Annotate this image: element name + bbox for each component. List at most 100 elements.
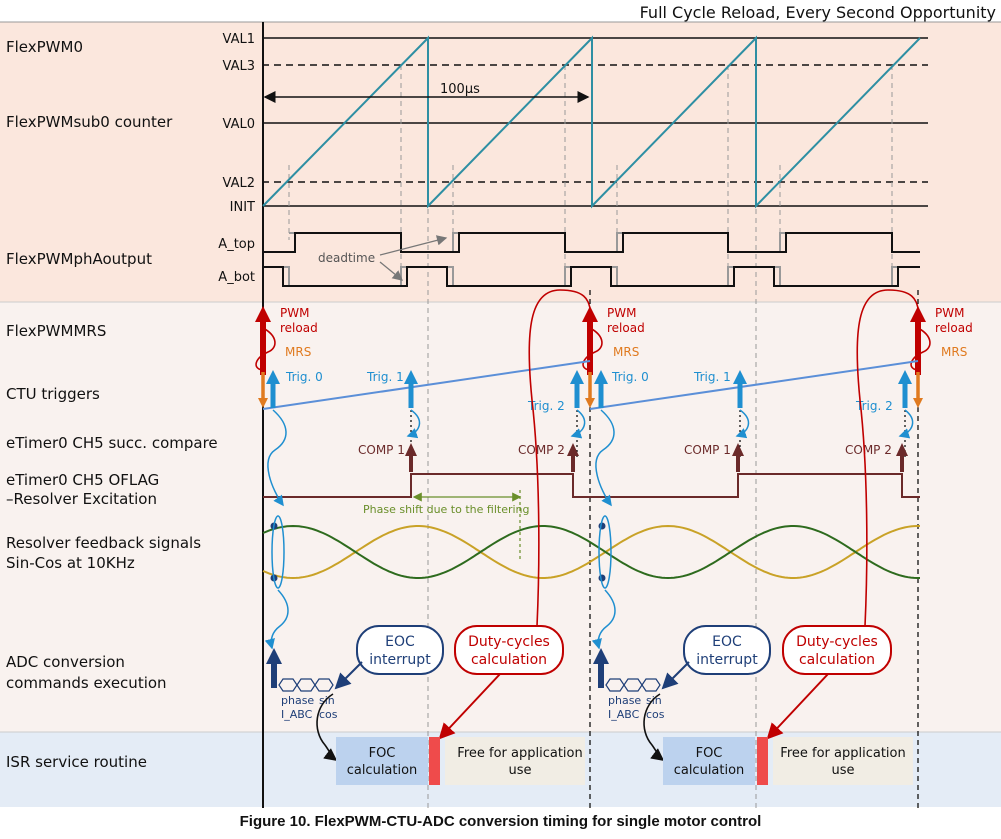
reload-mrs-curl-3 [910,327,931,371]
duty-text-2b: calculation [799,652,875,668]
row-label-adc-commands: commands execution [6,674,167,692]
adc-cos-label-1: cos [319,708,338,721]
reload-label-1: reload [280,321,318,335]
foc-block-2: FOC calculation [663,737,755,785]
foc-block-1: FOC calculation [336,737,428,785]
phase-shift-label: Phase shift due to the filtering [363,503,530,516]
duty-text-1a: Duty-cycles [468,634,550,650]
trigger-curly-links [264,409,914,650]
trig1-label-1: Trig. 1 [366,370,404,384]
duty-bubble-2: Duty-cycles calculation [782,625,892,675]
comp1-label-2: COMP 1 [684,443,731,457]
ctu-trigger-arrows [266,370,912,408]
reload-mrs-curl-2 [582,327,603,371]
free-text-1b: use [508,763,531,778]
free-text-1a: Free for application [457,746,582,761]
isr-marker-2 [757,737,768,785]
duty-reload-link-1 [528,289,591,627]
sin-wave [262,524,920,580]
comp1-label-1: COMP 1 [358,443,405,457]
row-label-mrs: FlexPWMMRS [6,322,106,340]
eoc-text-2b: interrupt [696,652,758,668]
counter-sawtooth [262,35,921,209]
mrs-markers [258,372,923,408]
mrs-label-2: MRS [613,345,639,359]
trig0-label-2: Trig. 0 [611,370,649,384]
foc-text-1a: FOC [369,746,396,761]
trig2-label-1: Trig. 2 [527,399,565,413]
level-val3: VAL3 [223,59,255,74]
duty-text-2a: Duty-cycles [796,634,878,650]
mrs-label-1: MRS [285,345,311,359]
trig1-label-2: Trig. 1 [693,370,731,384]
adc-chain-2 [605,678,661,692]
row-label-ctu: CTU triggers [6,385,100,403]
free-block-2: Free for application use [773,737,913,785]
level-a-bot: A_bot [218,270,255,285]
duty-bubble-1: Duty-cycles calculation [454,625,564,675]
isr-link-2 [643,693,665,761]
oflag-waveform [263,473,920,498]
row-label-counter: FlexPWMsub0 counter [6,113,173,131]
eoc-text-1b: interrupt [369,652,431,668]
period-label: 100μs [440,82,480,97]
reload-mrs-curl-1 [255,327,276,371]
duty-pointer-1 [438,673,501,740]
row-label-etimer-oflag: eTimer0 CH5 OFLAG [6,471,159,489]
row-label-etimer-compare: eTimer0 CH5 succ. compare [6,434,218,452]
cos-wave [262,524,920,580]
adc-phase-label-2: phase [608,694,641,707]
deadtime-arrow-1 [379,235,448,256]
pwm-reload-markers [255,306,926,375]
eoc-bubble-1: EOC interrupt [356,625,444,675]
adc-cos-label-2: cos [646,708,665,721]
compare-arrows [405,443,908,472]
eoc-pointer-2 [661,661,690,690]
pwm-label-1: PWM [280,306,309,320]
a-bot-waveform [263,266,920,287]
header-title: Full Cycle Reload, Every Second Opportun… [640,3,996,22]
row-label-adc: ADC conversion [6,653,125,671]
adc-chain-1 [278,678,334,692]
duty-text-1b: calculation [471,652,547,668]
adc-arrows [266,648,609,688]
foc-text-1b: calculation [347,763,418,778]
isr-marker-1 [429,737,440,785]
row-label-resolver-freq: Sin-Cos at 10KHz [6,554,135,572]
pwm-label-3: PWM [935,306,964,320]
ctu-ramp-1 [262,360,591,410]
free-text-2b: use [831,763,854,778]
pwm-label-2: PWM [607,306,636,320]
level-val0: VAL0 [223,117,255,132]
free-text-2a: Free for application [780,746,905,761]
a-top-waveform [263,232,920,253]
foc-text-2a: FOC [696,746,723,761]
band-pwm [0,22,1001,302]
eoc-bubble-2: EOC interrupt [683,625,771,675]
row-label-phase-output: FlexPWMphAoutput [6,250,152,268]
row-label-flexpwm0: FlexPWM0 [6,38,83,56]
level-a-top: A_top [218,237,255,252]
duty-pointer-2 [766,673,829,740]
duty-reload-link-2 [856,289,919,627]
isr-link-1 [316,693,338,761]
timing-diagram: Full Cycle Reload, Every Second Opportun… [0,3,1001,808]
reload-label-3: reload [935,321,973,335]
comp2-label-2: COMP 2 [845,443,892,457]
row-label-resolver: Resolver feedback signals [6,534,201,552]
row-label-isr: ISR service routine [6,753,147,771]
eoc-pointer-1 [334,661,363,690]
adc-iabc-label-1: I_ABC [281,708,313,721]
sample-ellipse-1 [271,515,285,589]
level-init: INIT [230,200,255,215]
reload-label-2: reload [607,321,645,335]
figure-caption: Figure 10. FlexPWM-CTU-ADC conversion ti… [239,813,762,830]
level-val1: VAL1 [223,32,255,47]
deadtime-label: deadtime [318,251,375,265]
eoc-text-1a: EOC [385,634,415,650]
resolver-waves [262,524,920,580]
foc-text-2b: calculation [674,763,745,778]
deadtime-arrow-2 [379,261,404,281]
free-block-1: Free for application use [445,737,585,785]
